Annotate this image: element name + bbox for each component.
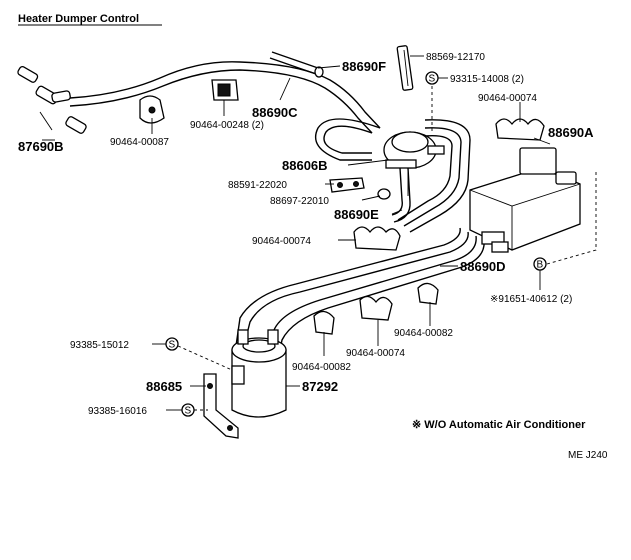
label-88690a: 88690A <box>548 125 594 140</box>
screw-symbol-93385-16016: S <box>181 403 195 417</box>
screw-symbol-93315: S <box>425 71 439 85</box>
label-88690c: 88690C <box>252 105 298 120</box>
svg-text:S: S <box>429 74 436 85</box>
footnote: ※ W/O Automatic Air Conditioner <box>412 419 586 431</box>
label-88569-12170: 88569-12170 <box>426 52 485 63</box>
label-88697-22010: 88697-22010 <box>270 196 329 207</box>
label-90464-00074-top: 90464-00074 <box>478 93 537 104</box>
clip-90464-00248 <box>211 79 239 101</box>
label-93385-15012: 93385-15012 <box>70 340 129 351</box>
label-93385-16016: 93385-16016 <box>88 406 147 417</box>
svg-text:S: S <box>169 340 176 351</box>
vsv-88690a <box>469 147 581 253</box>
svg-text:B: B <box>537 260 544 271</box>
label-93315-14008: 93315-14008 (2) <box>450 74 524 85</box>
clip-90464-00074-top <box>495 118 545 141</box>
diagram-code: ME J240 <box>568 450 608 461</box>
label-88606b: 88606B <box>282 158 328 173</box>
label-90464-00074-low: 90464-00074 <box>346 348 405 359</box>
clip-90464-00087 <box>139 95 165 124</box>
connector-87690b <box>17 65 87 134</box>
label-88690e: 88690E <box>334 207 379 222</box>
clip-90464-00082-right <box>417 282 439 305</box>
svg-text:S: S <box>185 406 192 417</box>
label-87690b: 87690B <box>18 139 64 154</box>
label-90464-00082-right: 90464-00082 <box>394 328 453 339</box>
label-88690f: 88690F <box>342 59 386 74</box>
label-87292: 87292 <box>302 379 338 394</box>
actuator-88606b <box>383 131 445 196</box>
clip-90464-00082-low <box>313 310 335 335</box>
screw-symbol-93385-15012: S <box>165 337 179 351</box>
hose-lines <box>69 51 485 351</box>
clip-88697 <box>377 188 391 200</box>
label-90464-00074-mid: 90464-00074 <box>252 236 311 247</box>
label-91651-40612: ※91651-40612 (2) <box>490 294 572 305</box>
label-88591-22020: 88591-22020 <box>228 180 287 191</box>
clip-90464-00074-low <box>359 295 393 321</box>
bracket-88685 <box>203 365 245 439</box>
tank-87292 <box>231 329 287 418</box>
clip-90464-00074-mid <box>353 226 401 251</box>
label-90464-00248: 90464-00248 (2) <box>190 120 264 131</box>
label-88690d: 88690D <box>460 259 506 274</box>
label-88685: 88685 <box>146 379 182 394</box>
label-90464-00087: 90464-00087 <box>110 137 169 148</box>
leader-lines <box>42 55 551 411</box>
bolt-symbol-91651: B <box>533 257 547 271</box>
bracket-88569 <box>396 45 414 91</box>
link-88591 <box>329 177 365 193</box>
label-90464-00082-low: 90464-00082 <box>292 362 351 373</box>
diagram-title: Heater Dumper Control <box>18 13 139 25</box>
